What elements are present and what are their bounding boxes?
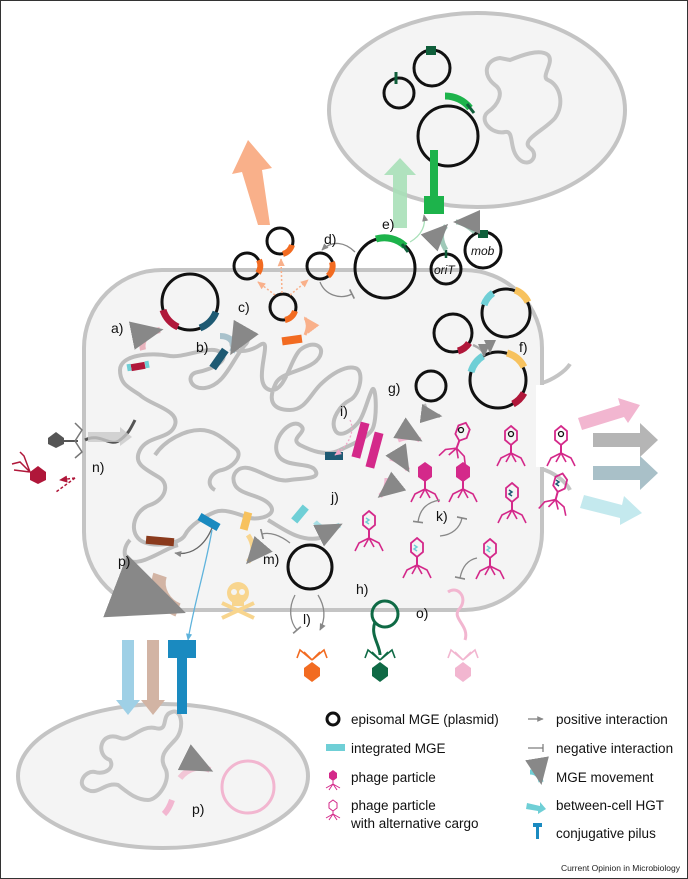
- legend-label-positive: positive interaction: [556, 712, 668, 727]
- plasmid-m: [286, 543, 334, 591]
- label-e: e): [382, 216, 394, 232]
- recipient-chromosome: [482, 50, 563, 165]
- plasmid-cluster-c: [232, 226, 336, 323]
- label-g: g): [388, 380, 400, 396]
- label-mob: mob: [471, 244, 495, 258]
- legend-label-hgt: between-cell HGT: [556, 798, 664, 813]
- label-d: d): [324, 231, 336, 247]
- label-orit: oriT: [434, 263, 456, 277]
- legend-label-pilus: conjugative pilus: [556, 826, 656, 841]
- between-cell-hgt-arrow-brown: [141, 640, 165, 715]
- integrated-mge-a: [126, 360, 150, 372]
- integrated-mge-j: [291, 504, 309, 524]
- legend-label-negative: negative interaction: [556, 741, 673, 756]
- label-k: k): [436, 508, 448, 524]
- between-cell-hgt-arrow-pink: [578, 398, 640, 430]
- legend-label-integrated: integrated MGE: [351, 741, 446, 756]
- integrated-mge-icon: [326, 744, 345, 751]
- between-cell-hgt-arrow-blue: [116, 640, 140, 715]
- phage-injecting-n: [48, 419, 137, 459]
- label-j: j): [330, 489, 339, 505]
- plasmid-g: [414, 369, 448, 403]
- phage-l: [296, 648, 328, 682]
- mge-movement-arrow-a: [128, 321, 164, 351]
- mge-movement-arrow-p: [103, 554, 186, 618]
- label-o: o): [416, 605, 428, 621]
- phage-h: [364, 599, 400, 682]
- episomal-mge-icon: [325, 711, 341, 727]
- phage-particles: [354, 417, 578, 580]
- between-cell-hgt-arrow-orange: [232, 140, 272, 225]
- conjugative-pilus-green: [424, 150, 444, 214]
- between-cell-hgt-icon: [526, 802, 546, 814]
- integrated-mge-i: [325, 452, 343, 460]
- integrated-mge-c: [281, 334, 303, 346]
- label-n: n): [92, 459, 104, 475]
- phage-o: [447, 588, 479, 682]
- integrated-mge-b: [209, 347, 229, 371]
- recipient-cell-bottom: [16, 702, 310, 850]
- label-i: i): [340, 403, 348, 419]
- plasmid-ab: [159, 272, 220, 332]
- label-f: f): [519, 339, 528, 355]
- integrated-mge-m-target: [197, 513, 221, 531]
- label-p-recipient: p): [192, 801, 204, 817]
- label-l: l): [303, 611, 311, 627]
- plasmid-transferred: [416, 104, 480, 168]
- legend: episomal MGE (plasmid) integrated MGE ph…: [325, 711, 673, 841]
- integrated-mge-i-phage: [351, 421, 384, 469]
- mge-movement-arrow-b: [219, 319, 259, 356]
- plasmid-mob-donor: [463, 230, 503, 270]
- conjugative-pilus-blue: [168, 640, 196, 714]
- legend-label-mge-movement: MGE movement: [556, 770, 654, 785]
- between-cell-hgt-arrow-slate: [593, 456, 658, 490]
- credit-text: Current Opinion in Microbiology: [561, 863, 681, 873]
- label-b: b): [196, 339, 208, 355]
- negative-interaction-icon: [528, 744, 544, 752]
- between-cell-hgt-arrow-green: [384, 158, 416, 228]
- integrated-mge-p: [145, 535, 175, 547]
- between-cell-hgt-arrow-gray: [593, 423, 658, 457]
- phage-blocked-n: [11, 451, 76, 493]
- skull-crossbones-icon: [221, 582, 255, 620]
- mge-movement-icon: [525, 756, 549, 785]
- plasmid-e-conjugative: [353, 234, 417, 300]
- phage-alt-cargo-icon: [325, 799, 341, 821]
- legend-label-episomal: episomal MGE (plasmid): [351, 712, 499, 727]
- legend-label-phage: phage particle: [351, 770, 436, 785]
- recipient-cell-top: [327, 11, 627, 209]
- label-h: h): [356, 581, 368, 597]
- label-m: m): [263, 551, 279, 567]
- plasmid-cluster-f: [432, 286, 532, 410]
- between-cell-hgt-arrow-teal: [580, 495, 642, 525]
- donor-cell-main: [82, 268, 572, 612]
- conjugative-pilus-icon: [533, 823, 542, 839]
- label-p-main: p): [118, 553, 130, 569]
- label-c: c): [238, 299, 250, 315]
- legend-label-alt-cargo-2: with alternative cargo: [350, 816, 479, 831]
- plasmid-small: [382, 76, 416, 110]
- legend-label-alt-cargo-1: phage particle: [351, 798, 436, 813]
- phage-particle-icon: [325, 770, 341, 791]
- integrated-mge-toxin: [239, 511, 253, 531]
- label-a: a): [111, 320, 123, 336]
